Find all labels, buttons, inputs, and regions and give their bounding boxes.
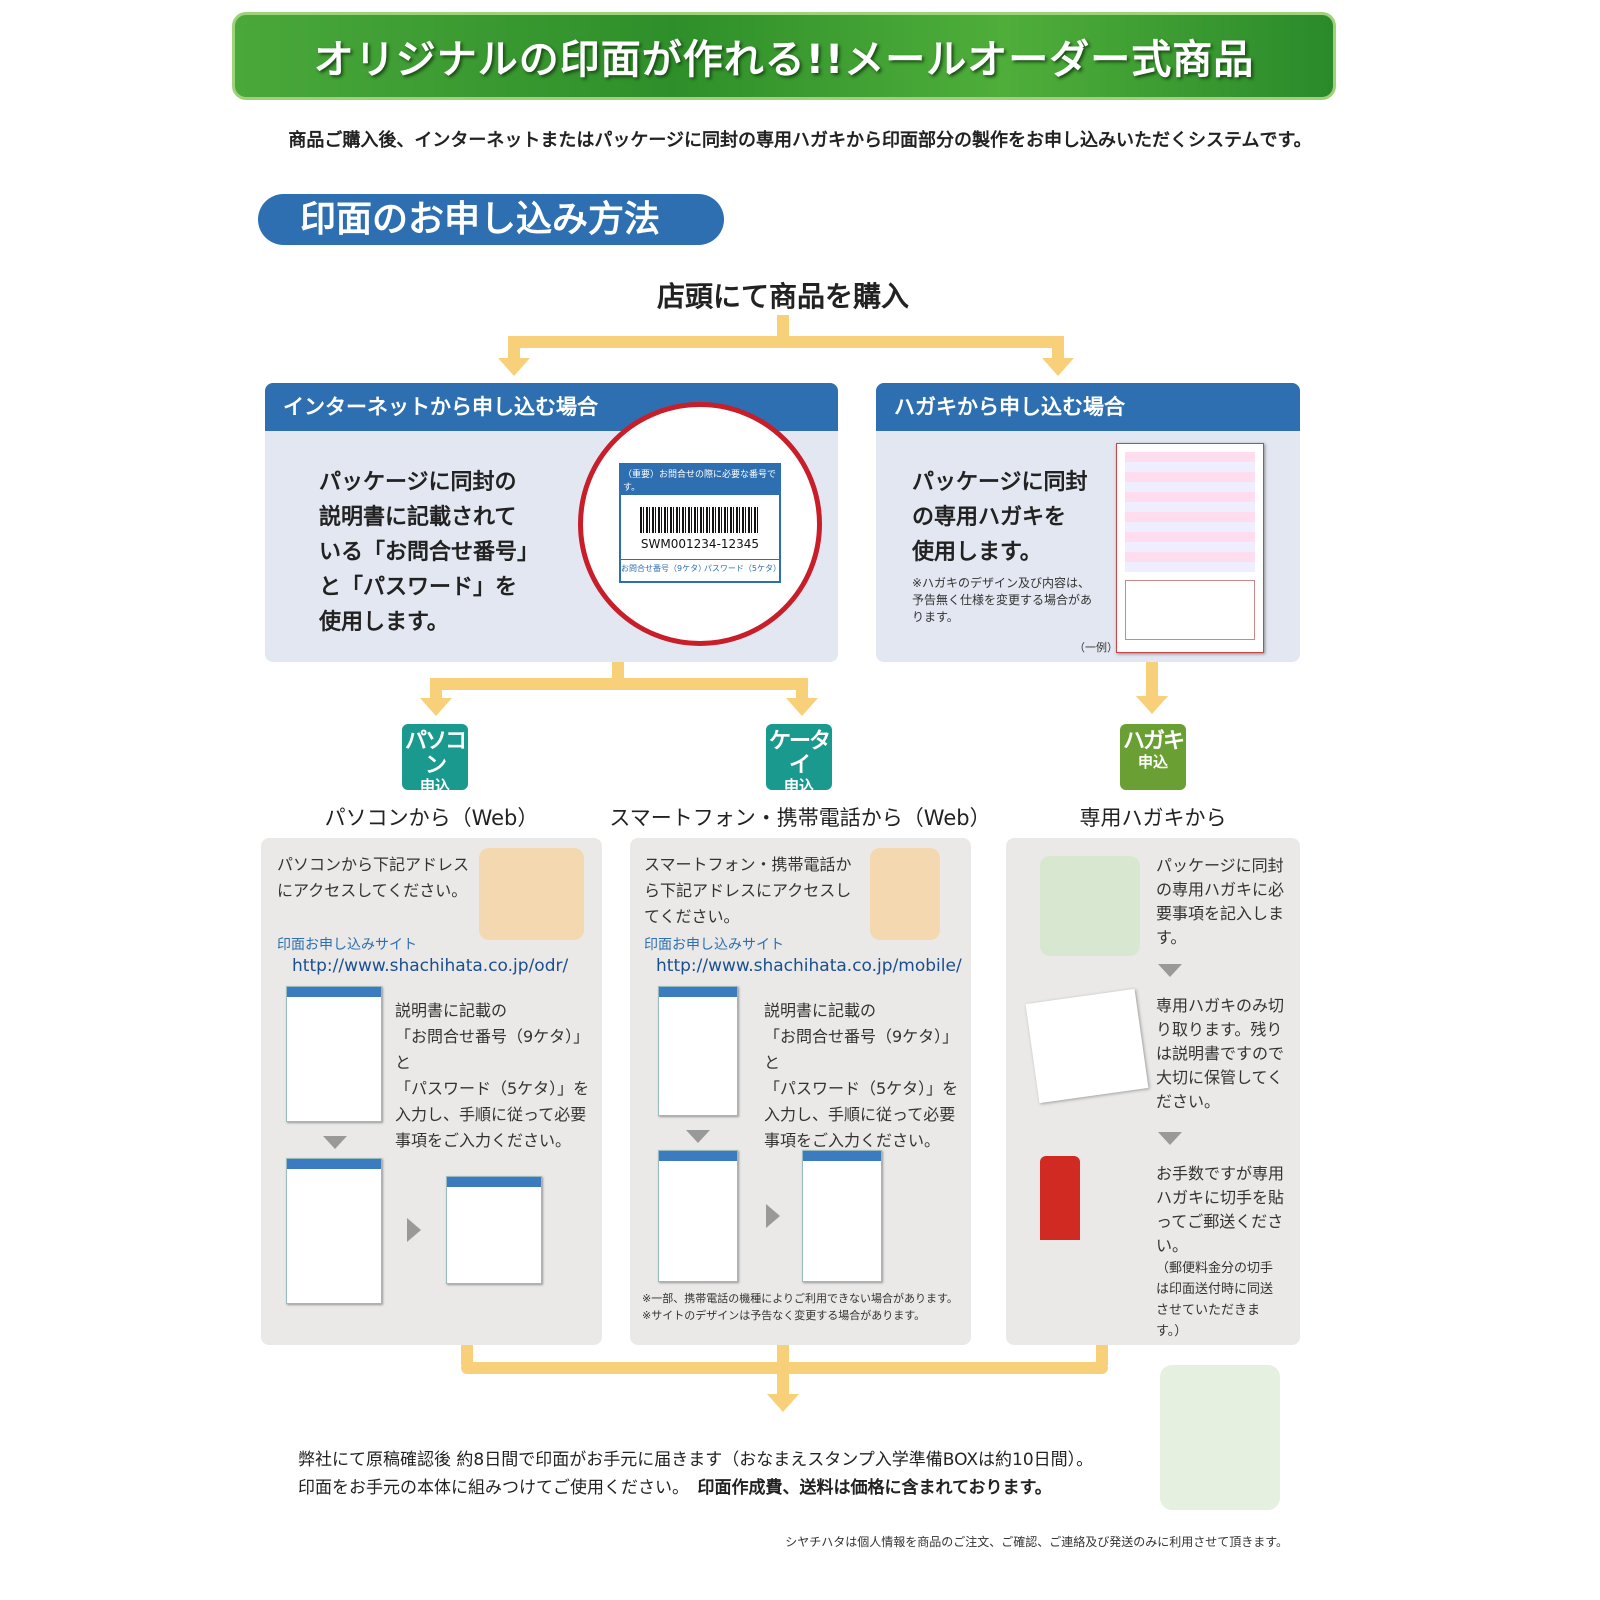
arrow-line [1096, 1345, 1108, 1365]
sample-notice: （重要）お問合せの際に必要な番号です。 [621, 465, 779, 495]
arrow-line [1052, 336, 1064, 360]
sample-card: （重要）お問合せの際に必要な番号です。 SWM001234-12345 お問合せ… [619, 463, 781, 583]
arrow-line [430, 678, 808, 690]
badge-mobile: ケータイ申込 [766, 724, 832, 794]
method-label-mobile: スマートフォン・携帯電話から（Web） [609, 806, 991, 830]
arrow-line [508, 336, 520, 360]
badge-pc: パソコン申込 [402, 724, 468, 794]
postcard-step-2: 専用ハガキのみ切り取ります。残りは説明書ですので大切に保管してください。 [1156, 996, 1285, 1111]
arrow-down-icon [323, 1136, 347, 1149]
arrow-line [508, 336, 1064, 348]
site-label: 印面お申し込みサイト [644, 937, 784, 953]
result-text: 弊社にて原稿確認後 約8日間で印面がお手元に届きます（おなまえスタンプ入学準備B… [298, 1446, 1093, 1502]
sample-magnifier: （重要）お問合せの際に必要な番号です。 SWM001234-12345 お問合せ… [578, 402, 822, 646]
postcard-box-header: ハガキから申し込む場合 [876, 383, 1300, 431]
instruction-line: 「お問合せ番号（9ケタ）」と [395, 1027, 590, 1072]
postage-note: （郵便料金分の切手は印面送付時に同送させていただきます。） [1156, 1261, 1274, 1339]
barcode-icon [640, 507, 760, 533]
body-line: 使用します。 [912, 540, 1042, 565]
sample-label-id: お問合せ番号（9ケタ） [621, 564, 707, 573]
sample-code: SWM001234-12345 [640, 537, 760, 551]
person-reading-illustration [1160, 1365, 1280, 1510]
arrow-line [430, 678, 442, 700]
instruction-line: 説明書に記載の [395, 1001, 508, 1020]
example-label: （一例） [1074, 641, 1118, 654]
arrow-line [1146, 662, 1158, 698]
mobile-panel: スマートフォン・携帯電話から下記アドレスにアクセスしてください。 印面お申し込み… [630, 838, 971, 1345]
instruction-line: 事項をご入力ください。 [395, 1131, 572, 1150]
arrow-down-icon [786, 698, 818, 716]
mobile-text: スマートフォン・携帯電話から下記アドレスにアクセスしてください。 [644, 855, 852, 926]
instruction-line: 入力し、手順に従って必要 [395, 1105, 587, 1124]
note-line: ※一部、携帯電話の機種によりご利用できない場合があります。 [642, 1292, 958, 1305]
postcard-step-3: お手数ですが専用ハガキに切手を貼ってご郵送ください。 [1156, 1164, 1285, 1255]
instruction-line: 「パスワード（5ケタ）」を [764, 1079, 959, 1098]
arrow-down-icon [767, 1394, 799, 1412]
arrow-down-icon [1042, 358, 1074, 376]
postcard-note: ※ハガキのデザイン及び内容は、予告無く仕様を変更する場合があります。 [912, 576, 1093, 624]
body-line: 説明書に記載されて [319, 505, 517, 530]
screenshot-thumb [658, 1150, 738, 1282]
screenshot-thumb [658, 986, 738, 1116]
sample-label-pw: パスワード（5ケタ） [703, 564, 781, 573]
banner-title: オリジナルの印面が作れる!!メールオーダー式商品 [232, 12, 1336, 100]
postcard-panel: パッケージに同封の専用ハガキに必要事項を記入します。 専用ハガキのみ切り取ります… [1006, 838, 1300, 1345]
arrow-line [796, 678, 808, 700]
instruction-line: 事項をご入力ください。 [764, 1131, 941, 1150]
screenshot-thumb [802, 1150, 882, 1282]
note-line: ※サイトのデザインは予告なく変更する場合があります。 [642, 1309, 926, 1322]
mailbox-illustration [1040, 1156, 1080, 1240]
arrow-down-icon [1158, 1132, 1182, 1145]
instruction-line: 入力し、手順に従って必要 [764, 1105, 956, 1124]
arrow-down-icon [1136, 696, 1168, 714]
arrow-down-icon [686, 1130, 710, 1143]
privacy-footer: シヤチハタは個人情報を商品のご注文、ご確認、ご連絡及び発送のみに利用させて頂きま… [785, 1535, 1288, 1549]
body-line: 使用します。 [319, 610, 449, 635]
site-label: 印面お申し込みサイト [277, 937, 417, 953]
section-title: 印面のお申し込み方法 [258, 194, 724, 245]
badge-postcard: ハガキ申込 [1120, 724, 1186, 790]
body-line: と「パスワード」を [319, 575, 518, 600]
arrow-right-icon [407, 1218, 421, 1242]
instruction-line: 「お問合せ番号（9ケタ）」と [764, 1027, 959, 1072]
postcard-box: ハガキから申し込む場合 パッケージに同封 の専用ハガキを 使用します。 ※ハガキ… [876, 383, 1300, 662]
arrow-down-icon [498, 358, 530, 376]
arrow-down-icon [420, 698, 452, 716]
method-label-pc: パソコンから（Web） [324, 806, 539, 830]
intro-text: 商品ご購入後、インターネットまたはパッケージに同封の専用ハガキから印面部分の製作… [288, 130, 1312, 151]
person-writing-illustration [1040, 856, 1140, 956]
instruction-line: 説明書に記載の [764, 1001, 877, 1020]
body-line: いる「お問合せ番号」 [319, 540, 540, 565]
screenshot-thumb [286, 1158, 382, 1304]
result-line-2-bold: 印面作成費、送料は価格に含まれております。 [697, 1478, 1052, 1498]
screenshot-thumb [446, 1176, 542, 1284]
body-line: の専用ハガキを [912, 505, 1067, 530]
step-buy: 店頭にて商品を購入 [656, 280, 909, 313]
scissors-illustration [1025, 988, 1149, 1104]
mobile-url-link[interactable]: http://www.shachihata.co.jp/mobile/ [656, 956, 962, 976]
arrow-right-icon [766, 1204, 780, 1228]
pc-url-link[interactable]: http://www.shachihata.co.jp/odr/ [292, 956, 569, 976]
body-line: パッケージに同封の [319, 470, 517, 495]
postcard-image [1116, 443, 1264, 653]
body-line: パッケージに同封 [912, 470, 1088, 495]
postcard-step-1: パッケージに同封の専用ハガキに必要事項を記入します。 [1156, 856, 1285, 947]
method-label-postcard: 専用ハガキから [1079, 806, 1227, 830]
pc-panel: パソコンから下記アドレスにアクセスしてください。 印面お申し込みサイト http… [261, 838, 602, 1345]
arrow-down-icon [1158, 964, 1182, 977]
arrow-line [461, 1345, 473, 1365]
screenshot-thumb [286, 986, 382, 1122]
person-phone-illustration [870, 848, 940, 940]
person-computer-illustration [479, 848, 584, 940]
result-line-2: 印面をお手元の本体に組みつけてご使用ください。 [298, 1478, 681, 1498]
arrow-line [777, 1345, 789, 1395]
instruction-line: 「パスワード（5ケタ）」を [395, 1079, 590, 1098]
result-line-1: 弊社にて原稿確認後 約8日間で印面がお手元に届きます（おなまえスタンプ入学準備B… [298, 1450, 1094, 1470]
internet-box-header: インターネットから申し込む場合 [265, 383, 838, 431]
pc-text: パソコンから下記アドレスにアクセスしてください。 [277, 855, 470, 900]
